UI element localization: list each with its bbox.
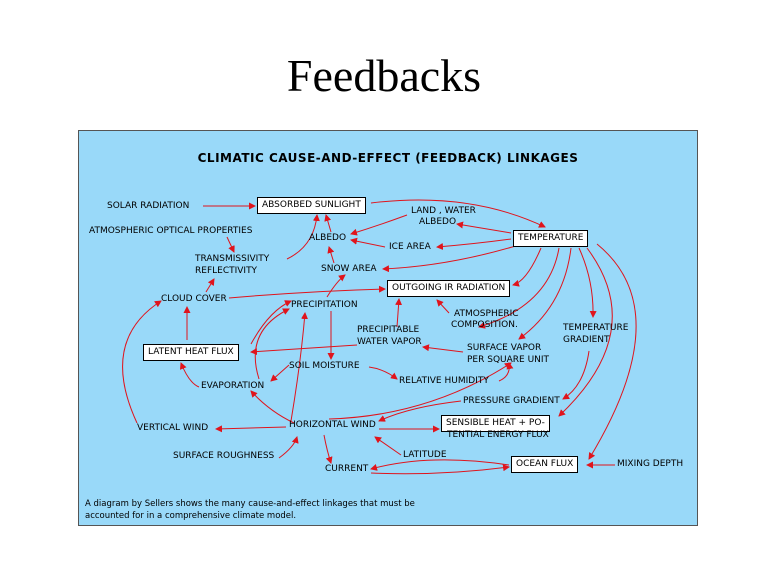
arrow-temperature-to-sensible: [558, 247, 613, 417]
arrow-snow-to-albedo: [327, 246, 335, 264]
caption-line-2: accounted for in a comprehensive climate…: [85, 511, 297, 521]
arrow-cloud-to-transmissivity: [205, 278, 215, 293]
node-albedo: ALBEDO: [309, 233, 347, 243]
arrow-pgrad-to-hwind: [378, 400, 462, 422]
arrow-roughness-to-hwind: [278, 436, 299, 459]
arrow-pwv-to-outgoing: [395, 298, 403, 328]
arrow-temperature-to-landalbedo: [456, 221, 512, 234]
arrow-albedo-to-absorbed: [324, 214, 332, 233]
arrow-precip-to-snow: [326, 274, 346, 298]
arrow-hwind-to-evap: [250, 390, 295, 424]
node-ice-area: ICE AREA: [389, 242, 431, 252]
arrow-temperature-to-surfvapor: [518, 247, 572, 340]
diagram-panel: CLIMATIC CAUSE-AND-EFFECT (FEEDBACK) LIN…: [78, 130, 698, 526]
node-precipitable-water-vapor-line2: WATER VAPOR: [357, 337, 422, 347]
node-reflectivity: REFLECTIVITY: [195, 266, 258, 276]
arrow-cloud-to-outgoing: [228, 285, 386, 299]
arrow-hwind-to-vertical: [215, 425, 287, 433]
arrow-optical-to-transmissivity: [226, 236, 235, 253]
node-vertical-wind: VERTICAL WIND: [137, 423, 209, 433]
node-outgoing-ir-radiation: OUTGOING IR RADIATION: [387, 280, 511, 297]
node-atmospheric-optical-properties: ATMOSPHERIC OPTICAL PROPERTIES: [89, 226, 253, 236]
arrow-transmissivity-to-absorbed: [286, 214, 320, 260]
arrow-temperature-to-tempgrad: [578, 247, 597, 318]
node-temperature-gradient-line2: GRADIENT: [563, 335, 610, 345]
node-evaporation: EVAPORATION: [201, 381, 265, 391]
arrow-soil-to-evap: [270, 364, 290, 382]
node-land-water-albedo-line2: ALBEDO: [419, 217, 457, 227]
arrow-landalbedo-to-albedo: [350, 214, 408, 236]
arrow-pwv-to-latent: [250, 344, 358, 356]
caption-line-1: A diagram by Sellers shows the many caus…: [85, 499, 415, 509]
node-relative-humidity: RELATIVE HUMIDITY: [399, 376, 489, 386]
node-transmissivity: TRANSMISSIVITY: [195, 254, 270, 264]
node-ocean-flux: OCEAN FLUX: [511, 456, 579, 473]
node-current: CURRENT: [325, 464, 369, 474]
arrow-temperature-to-oceanflux: [588, 243, 637, 460]
node-land-water-albedo-line1: LAND , WATER: [411, 206, 476, 216]
diagram-title: CLIMATIC CAUSE-AND-EFFECT (FEEDBACK) LIN…: [197, 151, 579, 165]
node-soil-moisture: SOIL MOISTURE: [289, 361, 360, 371]
node-latitude: LATITUDE: [403, 450, 447, 460]
node-temperature: TEMPERATURE: [513, 230, 589, 247]
arrow-tempgrad-to-pgrad: [562, 350, 590, 400]
node-absorbed-sunlight: ABSORBED SUNLIGHT: [257, 197, 366, 214]
arrow-hwind-to-current: [323, 434, 333, 464]
node-precipitable-water-vapor-line1: PRECIPITABLE: [357, 325, 420, 335]
node-mixing-depth: MIXING DEPTH: [617, 459, 684, 469]
arrow-surfvapor-to-pwv: [422, 344, 464, 353]
node-precipitation: PRECIPITATION: [291, 300, 358, 310]
node-snow-area: SNOW AREA: [321, 264, 377, 274]
arrow-temperature-to-pwv: [478, 247, 560, 329]
node-surface-vapor-line1: SURFACE VAPOR: [467, 343, 542, 353]
arrow-ice-to-albedo: [350, 237, 386, 248]
arrow-atmcomp-to-outgoing: [436, 299, 450, 314]
arrow-latitude-to-hwind: [374, 436, 402, 456]
arrow-temperature-to-snow: [382, 244, 520, 273]
node-sensible-heat-line2: TENTIAL ENERGY FLUX: [447, 430, 549, 440]
node-atmospheric-composition-line2: COMPOSITION.: [451, 320, 518, 330]
arrow-latent-to-precip: [250, 300, 292, 345]
node-cloud-cover: CLOUD COVER: [161, 294, 227, 304]
arrow-vertical-to-cloud: [122, 300, 162, 424]
arrow-evap-to-precip: [254, 308, 290, 380]
node-pressure-gradient: PRESSURE GRADIENT: [463, 396, 560, 406]
node-atmospheric-composition-line1: ATMOSPHERIC: [454, 309, 519, 319]
arrow-oceanflux-to-current: [370, 459, 510, 471]
node-horizontal-wind: HORIZONTAL WIND: [289, 420, 376, 430]
node-solar-radiation: SOLAR RADIATION: [107, 201, 190, 211]
arrow-evap-to-latent: [179, 362, 200, 388]
linkage-arrows: [122, 199, 637, 475]
arrow-hwind-to-rh: [328, 362, 512, 420]
arrow-soil-to-rh: [368, 366, 398, 380]
node-temperature-gradient-line1: TEMPERATURE: [563, 323, 629, 333]
node-sensible-heat-line1: SENSIBLE HEAT + PO-: [441, 415, 550, 432]
node-surface-roughness: SURFACE ROUGHNESS: [173, 451, 275, 461]
arrow-hwind-to-precip: [290, 312, 308, 422]
arrow-temperature-to-ice: [436, 238, 512, 251]
slide-title: Feedbacks: [286, 50, 482, 101]
arrow-temperature-to-outgoing: [512, 247, 542, 287]
diagram-caption: A diagram by Sellers shows the many caus…: [85, 498, 685, 522]
node-latent-heat-flux: LATENT HEAT FLUX: [143, 344, 239, 361]
node-surface-vapor-line2: PER SQUARE UNIT: [467, 355, 550, 365]
arrow-absorbed-to-temperature: [370, 199, 546, 228]
arrow-current-to-oceanflux: [370, 464, 510, 475]
